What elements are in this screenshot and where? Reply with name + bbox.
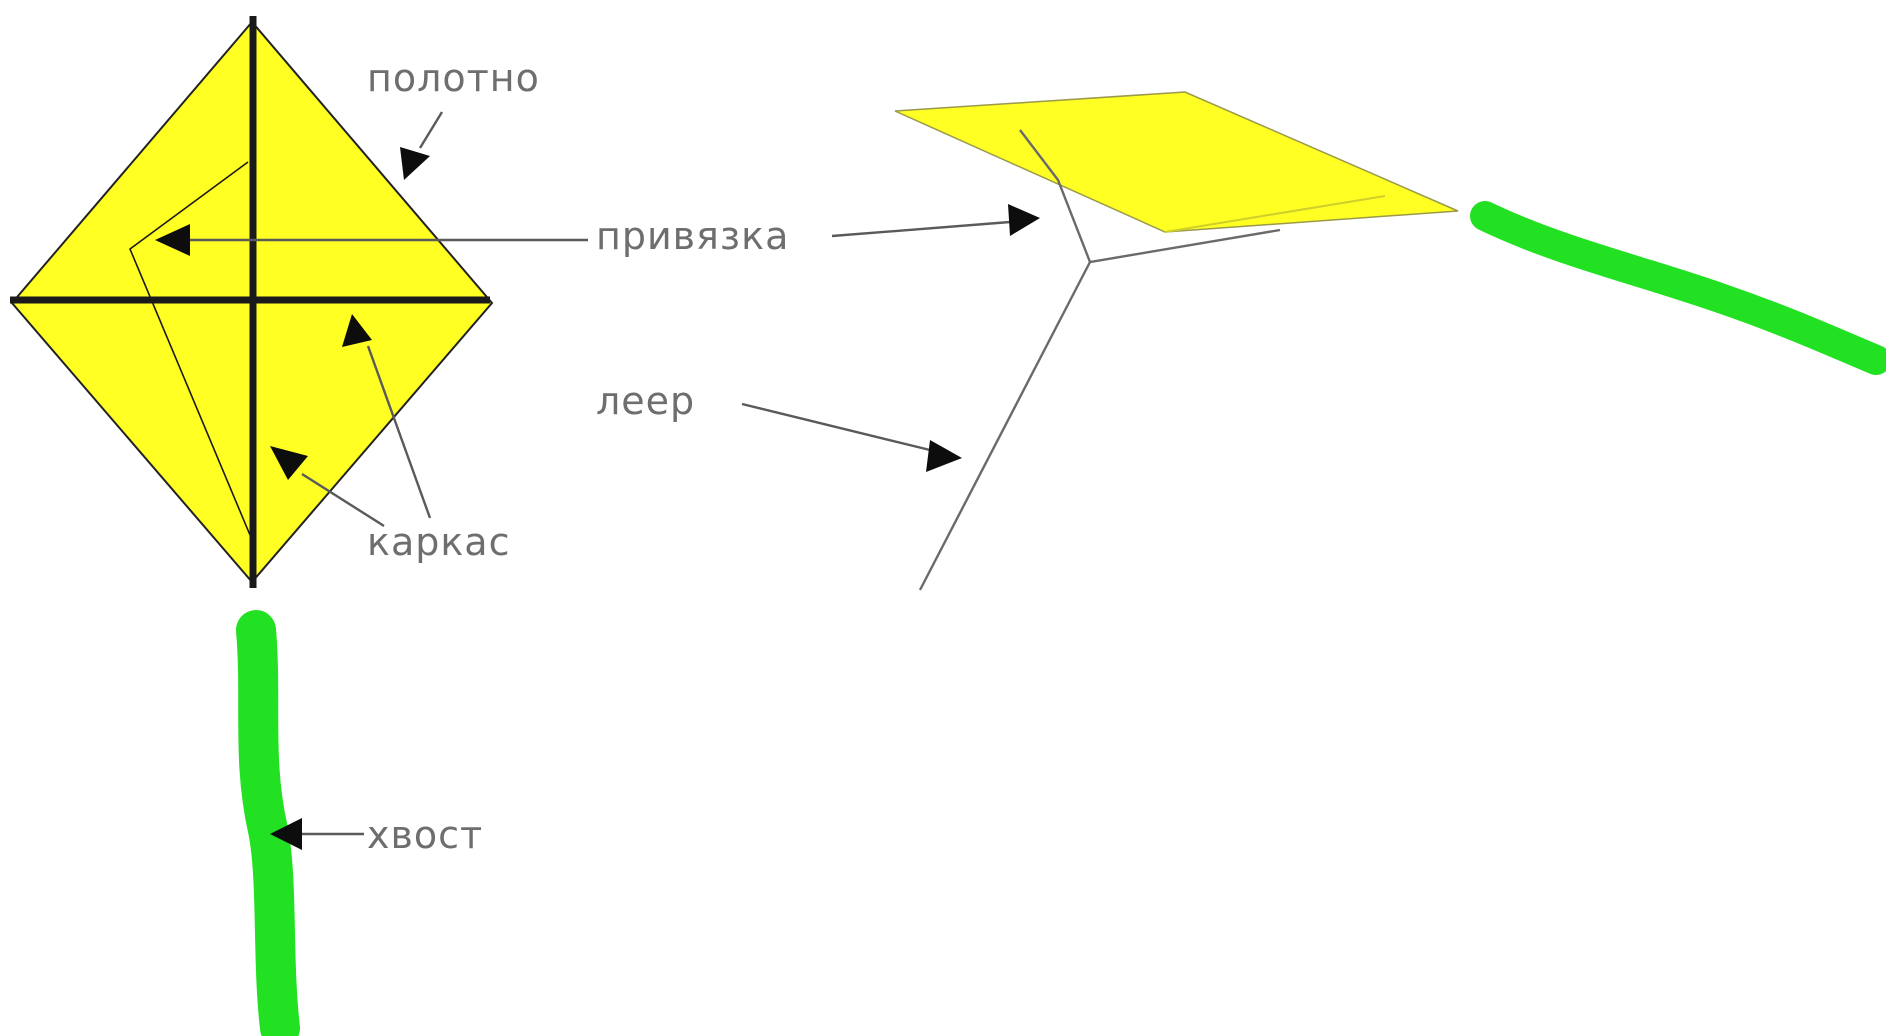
tail-front: [256, 630, 280, 1028]
canvas-callout: полотно: [367, 56, 540, 180]
tail-callout: хвост: [270, 813, 483, 857]
kite-side-view: [895, 92, 1876, 590]
frame-label: каркас: [367, 520, 511, 564]
bridle-label: привязка: [596, 214, 789, 258]
flying-line: [920, 262, 1090, 590]
line-arrowhead: [926, 440, 962, 472]
canvas-arrowhead: [400, 147, 430, 180]
bridle-arrowhead-right: [1008, 204, 1040, 236]
canvas-label: полотно: [367, 56, 540, 100]
kite-sail-side: [895, 92, 1458, 232]
tail-side: [1485, 216, 1876, 360]
line-callout: леер: [596, 379, 962, 472]
tail-label: хвост: [367, 813, 483, 857]
line-label: леер: [596, 379, 695, 423]
